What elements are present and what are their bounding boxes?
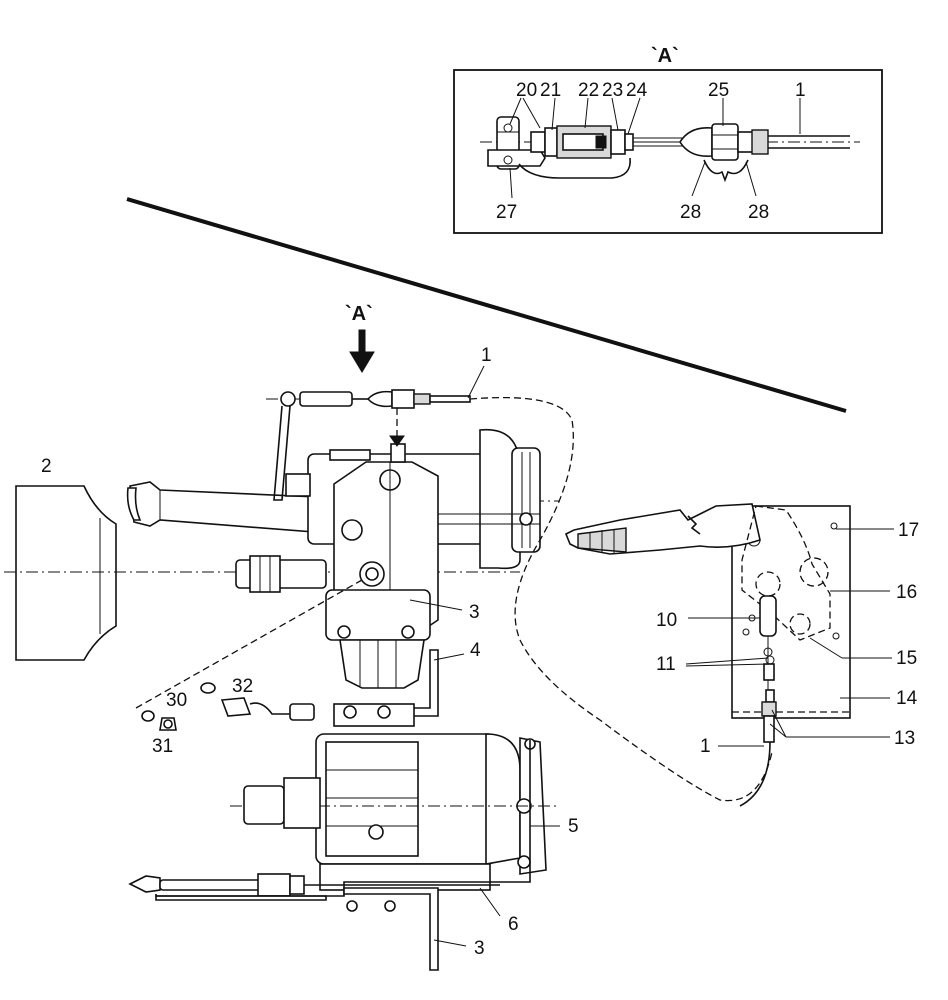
detail-label-25: 25	[708, 80, 729, 101]
cable-clamp	[711, 123, 739, 161]
main-leaders	[409, 365, 560, 947]
detail-label-28-right: 28	[748, 202, 769, 223]
main-label-1: 1	[481, 345, 492, 366]
lever-label-1: 1	[700, 736, 711, 757]
main-label-3-lower: 3	[474, 938, 485, 959]
lower-cable-rod	[128, 740, 531, 971]
view-arrow	[349, 329, 375, 373]
main-view: `A`	[4, 303, 773, 971]
detail-label-23: 23	[602, 80, 623, 101]
main-label-30: 30	[166, 690, 187, 711]
lever-label-17: 17	[898, 520, 919, 541]
lever-label-15: 15	[896, 648, 917, 669]
detail-label-21: 21	[540, 80, 561, 101]
lever-label-13: 13	[894, 728, 915, 749]
main-label-3-upper: 3	[469, 602, 480, 623]
detail-label-22: 22	[578, 80, 599, 101]
detail-label-24: 24	[626, 80, 648, 101]
wheel-drum	[15, 485, 117, 661]
main-label-2: 2	[41, 456, 52, 477]
detail-view-frame	[453, 69, 883, 234]
section-divider-line	[126, 197, 847, 413]
lever-leaders	[685, 528, 894, 747]
main-label-6: 6	[508, 914, 519, 935]
brake-cable	[469, 396, 773, 802]
detail-label-27: 27	[496, 202, 517, 223]
axle-shaft	[235, 555, 327, 593]
detail-label-20: 20	[516, 80, 537, 101]
top-cable-rod	[266, 389, 471, 501]
detail-view-title: `A`	[651, 45, 679, 67]
upper-caliper-lower	[325, 589, 431, 689]
lever-label-14: 14	[896, 688, 918, 709]
lower-brake-housing	[230, 703, 560, 891]
detail-view-a: `A`	[453, 45, 883, 234]
main-label-5: 5	[568, 816, 579, 837]
view-arrow-label: `A`	[345, 303, 373, 325]
detail-label-1: 1	[795, 80, 806, 101]
small-parts	[135, 579, 363, 731]
lever-label-10: 10	[656, 610, 677, 631]
hand-brake-lever-view: 17 16 10 15 11 14 1 13	[564, 503, 919, 807]
main-label-31: 31	[152, 736, 173, 757]
lever-label-11: 11	[656, 654, 676, 675]
detail-label-28-left: 28	[680, 202, 701, 223]
lever-label-16: 16	[896, 582, 917, 603]
detail-leaders	[509, 97, 801, 199]
main-label-32: 32	[232, 676, 253, 697]
bracket-plate-3-lower	[343, 887, 439, 971]
main-label-4: 4	[470, 640, 481, 661]
